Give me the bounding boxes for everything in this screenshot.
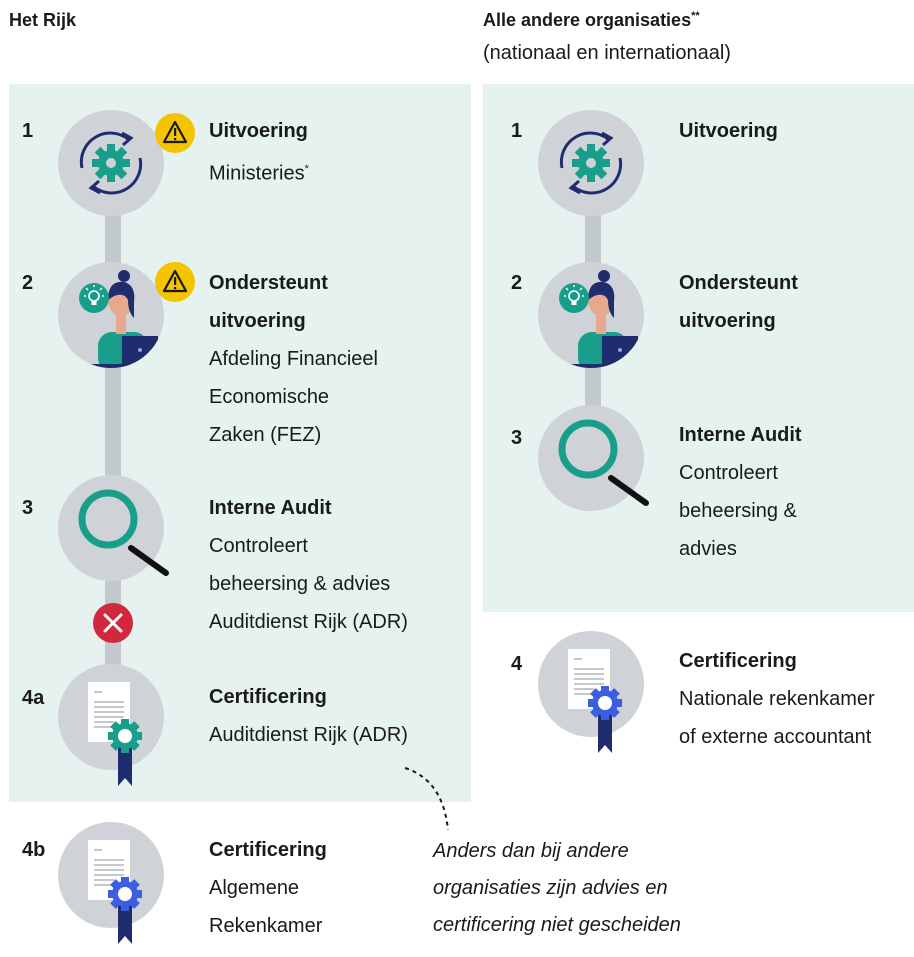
person-laptop-icon [58, 262, 164, 368]
right-item-3-line-3: advies [679, 538, 737, 560]
right-item-4-line-2: of externe accountant [679, 726, 872, 748]
right-item-3-title: Interne Audit [679, 424, 802, 446]
red-cross-icon [92, 602, 134, 649]
left-item-4a-title: Certificering [209, 686, 327, 708]
right-item-4-title: Certificering [679, 650, 797, 672]
warning-icon [155, 113, 195, 158]
left-item-3-text: Interne Audit Controleert beheersing & a… [209, 489, 469, 641]
certificate-blue-icon [538, 631, 644, 753]
left-item-1-mark: * [304, 163, 309, 175]
left-item-4b-line-2: Rekenkamer [209, 915, 323, 937]
right-column-title: Alle andere organisaties** [483, 10, 700, 31]
right-item-4-text: Certificering Nationale rekenkamer of ex… [679, 642, 913, 756]
left-item-4a-number: 4a [22, 687, 45, 709]
left-item-4a-line-1: Auditdienst Rijk (ADR) [209, 724, 408, 746]
right-column-title-mark: ** [691, 10, 700, 22]
left-item-4b-number: 4b [22, 839, 46, 861]
left-item-3-line-1: Controleert [209, 535, 308, 557]
right-column-subtitle: (nationaal en internationaal) [483, 42, 731, 64]
left-item-4b-line-1: Algemene [209, 877, 300, 899]
dotted-connector [404, 767, 449, 831]
left-item-1-title: Uitvoering [209, 120, 308, 142]
left-item-2-line-2: Economische [209, 386, 330, 408]
right-item-3-number: 3 [511, 427, 523, 449]
right-item-2-title: Ondersteunt [679, 272, 798, 294]
right-item-2-title-2: uitvoering [679, 310, 776, 332]
person-laptop-icon [538, 262, 644, 368]
left-item-1-text: Uitvoering Ministeries* [209, 112, 469, 193]
left-column-title: Het Rijk [9, 10, 77, 30]
left-item-2-text: Ondersteunt uitvoering Afdeling Financie… [209, 264, 469, 454]
note-line-1: Anders dan bij andere [433, 840, 629, 862]
certificate-blue-icon [58, 822, 164, 944]
note-line-3: certificering niet gescheiden [433, 914, 681, 936]
left-item-2-title-2: uitvoering [209, 310, 306, 332]
right-item-4-line-1: Nationale rekenkamer [679, 688, 875, 710]
right-item-2-number: 2 [511, 272, 523, 294]
right-item-3-text: Interne Audit Controleert beheersing & a… [679, 416, 909, 568]
left-item-2-line-3: Zaken (FEZ) [209, 424, 322, 446]
magnifier-icon [538, 405, 649, 511]
left-item-4a-text: Certificering Auditdienst Rijk (ADR) [209, 678, 469, 754]
left-item-3-line-2: beheersing & advies [209, 573, 391, 595]
certificate-green-icon [58, 664, 164, 786]
right-item-2-text: Ondersteunt uitvoering [679, 264, 909, 340]
right-item-3-line-2: beheersing & [679, 500, 797, 522]
left-item-4b-title: Certificering [209, 839, 327, 861]
left-item-1-number: 1 [22, 120, 34, 142]
gear-cycle-icon [58, 110, 164, 216]
left-item-2-line-1: Afdeling Financieel [209, 348, 378, 370]
left-item-2-number: 2 [22, 272, 34, 294]
right-column-title-text: Alle andere organisaties [483, 10, 692, 30]
right-item-1-number: 1 [511, 120, 523, 142]
left-item-3-number: 3 [22, 497, 34, 519]
warning-icon [155, 262, 195, 307]
right-item-1-text: Uitvoering [679, 112, 909, 150]
note: Anders dan bij andere organisaties zijn … [433, 833, 763, 944]
note-line-2: organisaties zijn advies en [433, 877, 668, 899]
right-item-1-title: Uitvoering [679, 120, 778, 142]
left-item-4b-text: Certificering Algemene Rekenkamer [209, 831, 429, 945]
gear-cycle-icon [538, 110, 644, 216]
right-item-3-line-1: Controleert [679, 462, 778, 484]
left-item-1-line: Ministeries* [209, 150, 469, 193]
left-item-1-line-text: Ministeries [209, 162, 305, 185]
right-item-4-number: 4 [511, 653, 523, 675]
left-item-3-line-3: Auditdienst Rijk (ADR) [209, 611, 408, 633]
left-item-2-title: Ondersteunt [209, 272, 328, 294]
magnifier-icon [58, 475, 169, 581]
left-item-3-title: Interne Audit [209, 497, 332, 519]
